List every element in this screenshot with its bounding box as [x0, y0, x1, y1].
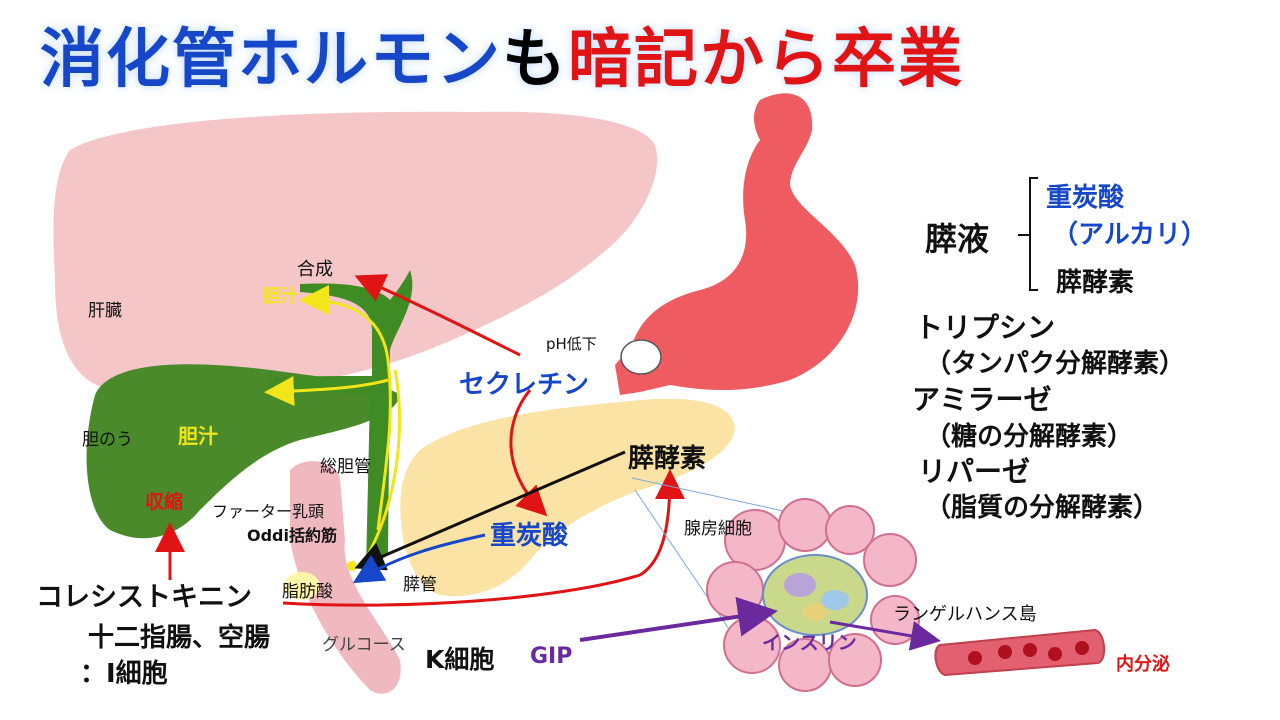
sphincter-label-1: ファーター乳頭 — [212, 502, 325, 521]
islet-label: ランゲルハンス島 — [893, 604, 1037, 625]
bile-flow-arrow-gb — [264, 376, 389, 407]
liver-shape — [53, 111, 658, 393]
gallbladder-shape — [86, 364, 400, 539]
title-part-also: も — [502, 23, 568, 97]
acinus-cluster — [706, 498, 920, 692]
enzyme-trypsin-desc: （タンパク分解酵素） — [925, 349, 1186, 379]
duodenum-shape — [290, 461, 401, 694]
enzyme-lipase-name: リパーゼ — [918, 455, 1031, 488]
islet-core — [762, 554, 868, 636]
insulin-arrow — [829, 620, 941, 651]
enzyme-lipase-desc: （脂質の分解酵素） — [925, 493, 1160, 523]
bicarb-duct-arrow — [352, 533, 486, 584]
common-bile-duct-label: 総胆管 — [320, 457, 371, 477]
juice-brace — [1018, 177, 1038, 291]
blood-vessel — [934, 628, 1106, 677]
bile-duct-shape — [270, 270, 413, 570]
juice-enzymes-label: 膵酵素 — [1056, 268, 1135, 298]
page-title: 消化管ホルモンも暗記から卒業 — [40, 8, 964, 98]
bicarbonate-label: 重炭酸 — [490, 521, 569, 551]
fatty-acid-dot — [347, 561, 357, 571]
bile-label-top: 胆汁 — [262, 286, 298, 307]
insulin-label: インスリン — [762, 632, 857, 654]
pancreatic-juice-heading: 膵液 — [925, 220, 990, 258]
pancreatic-enzyme-label: 膵酵素 — [628, 444, 707, 474]
bile-label-gallbladder: 胆汁 — [178, 424, 218, 448]
acinar-cell-label: 腺房細胞 — [684, 519, 752, 539]
endocrine-label: 内分泌 — [1116, 654, 1170, 675]
secretin-to-bicarb-arrow — [509, 389, 548, 517]
cck-label: コレシストキニン — [36, 582, 252, 613]
enzyme-amylase-desc: （糖の分解酵素） — [925, 422, 1134, 452]
title-part-hormones: 消化管ホルモン — [40, 23, 502, 97]
secretin-to-liver-arrow — [354, 274, 521, 357]
enzyme-trypsin-name: トリプシン — [915, 311, 1056, 344]
title-part-graduate: 暗記から卒業 — [568, 23, 964, 97]
fatty-acid-label: 脂肪酸 — [282, 582, 333, 602]
liver-label: 肝臓 — [88, 301, 122, 321]
bile-flow-arrow-down — [363, 369, 402, 561]
k-cell-label: K細胞 — [425, 645, 495, 674]
bile-flow-arrow-top — [299, 285, 392, 531]
gip-label: GIP — [530, 644, 573, 669]
synthesis-label: 合成 — [297, 259, 333, 280]
enzyme-amylase-name: アミラーゼ — [912, 383, 1052, 416]
fatty-acid-circle — [284, 572, 320, 600]
gip-arrow — [579, 596, 778, 642]
secretin-label: セクレチン — [459, 370, 590, 400]
enzyme-duct-arrow — [354, 450, 626, 571]
contraction-label: 収縮 — [145, 491, 184, 513]
stomach-shape — [615, 93, 859, 395]
cck-source-label-2: ：I細胞 — [80, 659, 168, 689]
juice-alkali-label: （アルカリ） — [1052, 220, 1207, 250]
ph-drop-label: pH低下 — [546, 335, 597, 353]
ph-bubble — [620, 339, 662, 375]
gallbladder-label: 胆のう — [82, 430, 133, 450]
sphincter-label-2: Oddi括約筋 — [247, 526, 337, 545]
cck-to-enzyme-arrow — [282, 469, 685, 607]
glucose-label: グルコース — [322, 635, 406, 655]
juice-bicarb-label: 重炭酸 — [1046, 183, 1125, 213]
pancreatic-duct-label: 膵管 — [403, 575, 437, 595]
pancreas-shape — [400, 398, 735, 597]
cck-source-label-1: 十二指腸、空腸 — [88, 623, 271, 653]
